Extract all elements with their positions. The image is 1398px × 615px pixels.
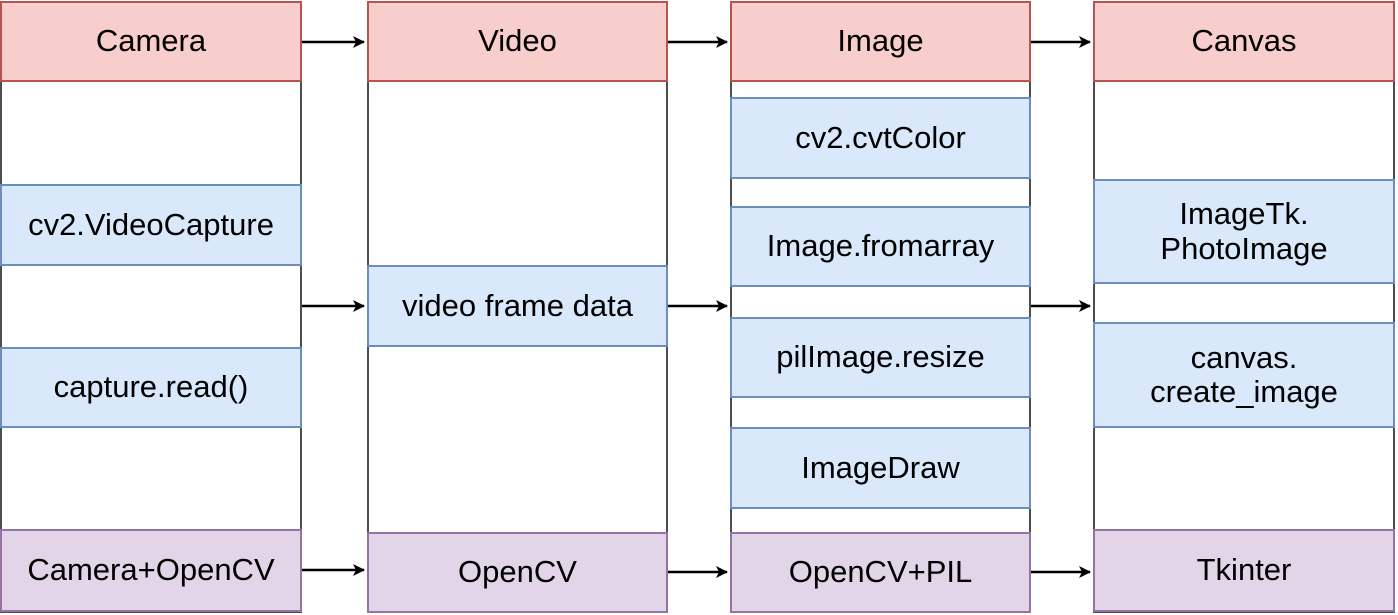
footer-camera-opencv: Camera+OpenCV <box>0 529 302 612</box>
header-camera: Camera <box>0 1 302 82</box>
step-photoimage: ImageTk. PhotoImage <box>1093 179 1395 284</box>
footer-opencv: OpenCV <box>367 532 668 613</box>
lane-image <box>730 1 1031 613</box>
header-video: Video <box>367 1 668 82</box>
header-image: Image <box>730 1 1031 82</box>
footer-opencv-pil: OpenCV+PIL <box>730 532 1031 613</box>
lane-camera <box>0 1 302 613</box>
step-capture-read: capture.read() <box>0 347 302 428</box>
step-imagedraw: ImageDraw <box>730 427 1031 509</box>
lane-canvas <box>1093 1 1395 613</box>
footer-tkinter: Tkinter <box>1093 529 1395 612</box>
step-videocapture: cv2.VideoCapture <box>0 184 302 266</box>
step-video-frame-data: video frame data <box>367 265 668 347</box>
header-canvas: Canvas <box>1093 1 1395 82</box>
step-cvtcolor: cv2.cvtColor <box>730 97 1031 179</box>
step-resize: pilImage.resize <box>730 317 1031 398</box>
step-fromarray: Image.fromarray <box>730 206 1031 287</box>
step-create-image: canvas. create_image <box>1093 322 1395 428</box>
